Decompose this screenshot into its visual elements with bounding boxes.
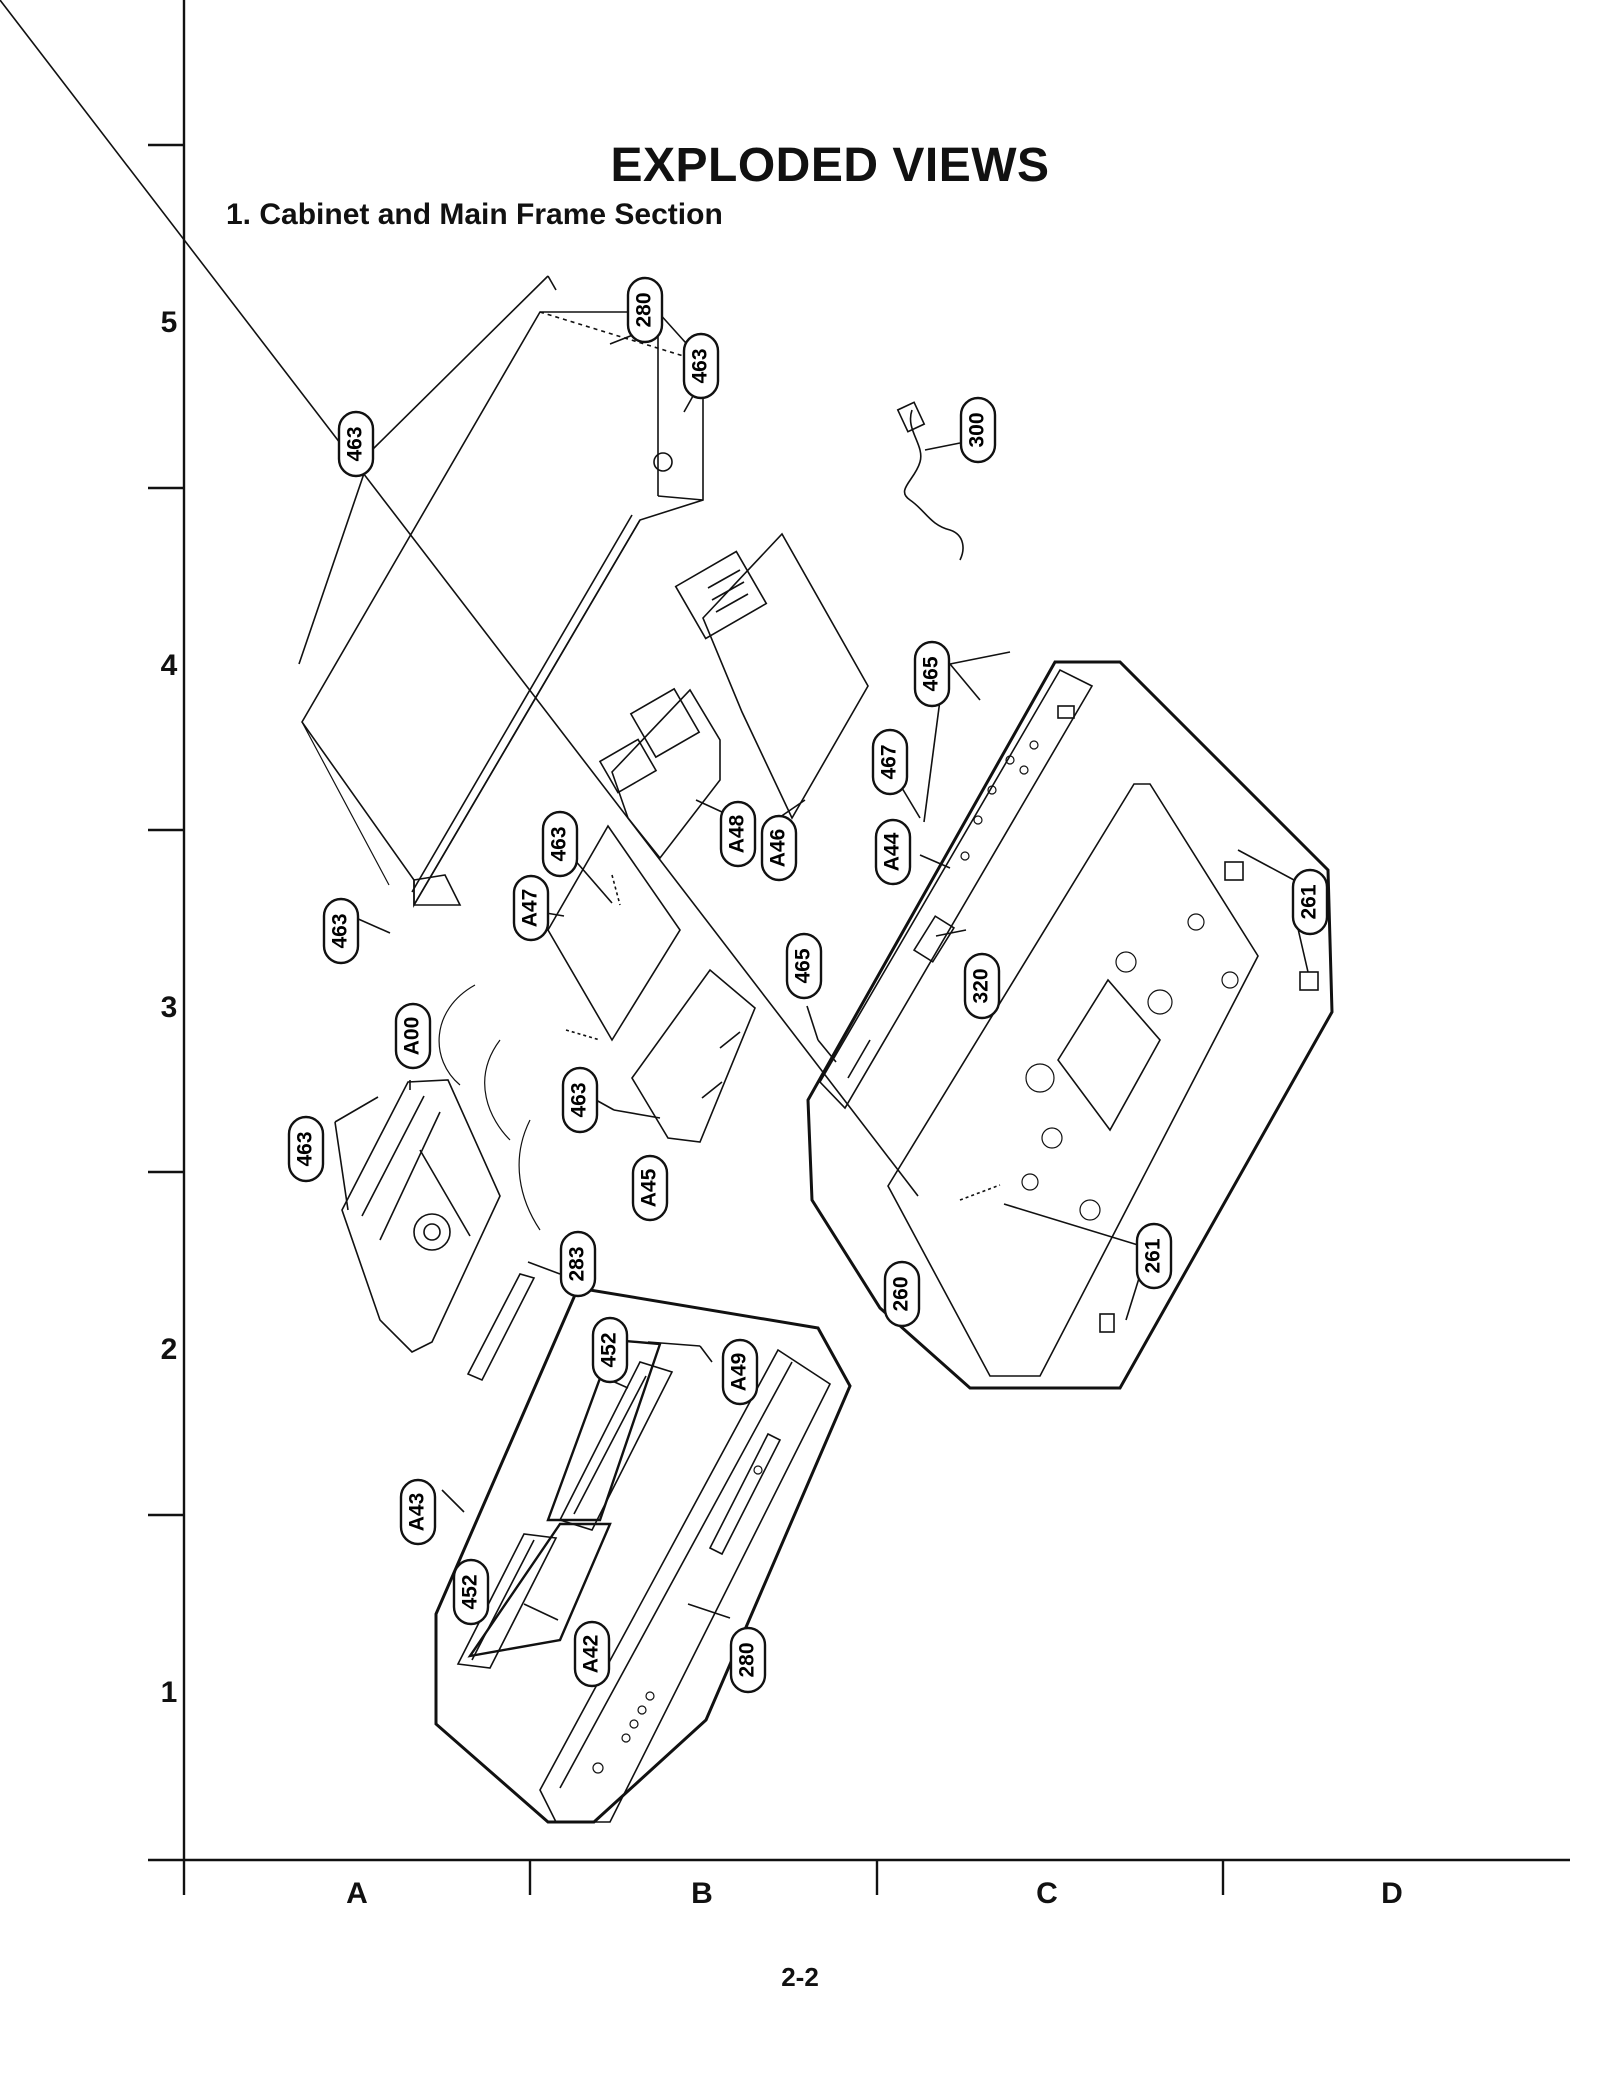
- grid-row-label-1: 1: [160, 1676, 178, 1709]
- callout-label: A49: [728, 1353, 751, 1392]
- callout-label: 260: [890, 1276, 913, 1311]
- grid-col-label-c: C: [1036, 1877, 1058, 1910]
- callout-label: 300: [966, 412, 989, 447]
- callout-foot-bottom: 261: [1135, 1222, 1173, 1290]
- callout-label: A46: [767, 829, 790, 868]
- grid-row-label-4: 4: [160, 649, 178, 682]
- callout-label: 463: [344, 426, 367, 461]
- callout-rear-panel-screw: 465: [913, 640, 951, 708]
- page-number: 2-2: [781, 1962, 819, 1992]
- section-subtitle: 1. Cabinet and Main Frame Section: [226, 198, 723, 231]
- callout-label: 463: [689, 348, 712, 383]
- callout-jack-board-screw: 467: [871, 728, 909, 796]
- board-a48-part: [598, 687, 723, 860]
- grid-row-label-2: 2: [160, 1333, 178, 1366]
- callout-label: 320: [970, 968, 993, 1003]
- callout-board-a47: A47: [512, 874, 550, 942]
- callout-label: 465: [792, 948, 815, 983]
- front-panel-part: [539, 1348, 832, 1823]
- callout-front-panel: 280: [729, 1626, 767, 1694]
- callout-rear-panel: 320: [963, 952, 1001, 1020]
- callout-label: 465: [920, 656, 943, 691]
- rear-panel-part: [817, 668, 1094, 1110]
- callout-top-cover: 280: [626, 276, 664, 344]
- a43-leader: [441, 1489, 465, 1513]
- board-a45-part: [565, 968, 756, 1143]
- grid-frame: [148, 0, 1570, 1895]
- callout-label: A44: [881, 832, 904, 871]
- callout-deck: A00: [394, 1002, 432, 1070]
- callout-foot-top: 261: [1291, 868, 1329, 936]
- callout-screw-top-right: 463: [682, 332, 720, 400]
- page-title: EXPLODED VIEWS: [610, 139, 1050, 192]
- board-a46-part: [674, 532, 869, 829]
- callout-screw-a45: 463: [561, 1066, 599, 1134]
- main-frame-boundary: [806, 660, 1334, 1390]
- grid-row-label-5: 5: [160, 306, 178, 339]
- callout-label: 463: [294, 1131, 317, 1166]
- callout-label: 467: [878, 744, 901, 779]
- rear-screw-lines: [806, 651, 1011, 1041]
- callout-label: 280: [633, 292, 656, 327]
- callout-screw-front-upper: 452: [591, 1316, 629, 1384]
- callout-front-assy: A43: [399, 1478, 437, 1546]
- callout-jack-pcb: A44: [874, 818, 912, 886]
- callout-label: 452: [598, 1332, 621, 1367]
- callout-board-a45: A45: [631, 1154, 669, 1222]
- grid-col-label-d: D: [1381, 1877, 1403, 1910]
- callout-label: 283: [566, 1246, 589, 1281]
- callout-power-cord: 300: [959, 396, 997, 464]
- callout-label: 463: [548, 826, 571, 861]
- callout-label: A45: [638, 1168, 661, 1207]
- front-assembly-boundary: [434, 1286, 852, 1824]
- callout-label: A48: [726, 814, 749, 853]
- callout-label: 452: [459, 1574, 482, 1609]
- callout-label: 280: [736, 1642, 759, 1677]
- top-cover-part: [301, 311, 704, 908]
- callout-smps-board: A46: [760, 814, 798, 882]
- callout-bracket: 283: [559, 1230, 597, 1298]
- callout-label: A47: [519, 889, 542, 928]
- callout-rear-panel-screw-left: 465: [785, 932, 823, 1000]
- main-chassis-part: [0, 0, 1319, 1377]
- callout-screw-front-lower: 452: [452, 1558, 490, 1626]
- callout-label: 261: [1298, 884, 1321, 919]
- display-pcb-part: [558, 1341, 713, 1531]
- callout-av-board: A48: [719, 800, 757, 868]
- callout-key-pcb: A42: [573, 1620, 611, 1688]
- callout-screw-a47: 463: [541, 810, 579, 878]
- callout-screw-deck: 463: [287, 1115, 325, 1183]
- callout-label: 463: [568, 1082, 591, 1117]
- callout-label: 261: [1142, 1238, 1165, 1273]
- power-cord-part: [896, 401, 964, 561]
- grid-row-label-3: 3: [160, 991, 178, 1024]
- callout-screw-left-mid: 463: [322, 897, 360, 965]
- callout-label: 463: [329, 913, 352, 948]
- callout-main-frame: 260: [883, 1260, 921, 1328]
- grid-col-label-a: A: [346, 1877, 368, 1910]
- callout-label: A42: [580, 1635, 603, 1674]
- callout-label: A43: [406, 1493, 429, 1532]
- front-divider: [467, 1338, 662, 1658]
- callout-screw-top-left: 463: [337, 410, 375, 478]
- bracket-part: [466, 1261, 561, 1382]
- callout-display-pcb: A49: [721, 1338, 759, 1406]
- callout-label: A00: [401, 1017, 424, 1056]
- callouts: 280 463 463 300 465 467 A44 320 465 261 …: [287, 276, 1329, 1694]
- deck-mechanism-part: [334, 984, 541, 1353]
- grid-col-label-b: B: [691, 1877, 713, 1910]
